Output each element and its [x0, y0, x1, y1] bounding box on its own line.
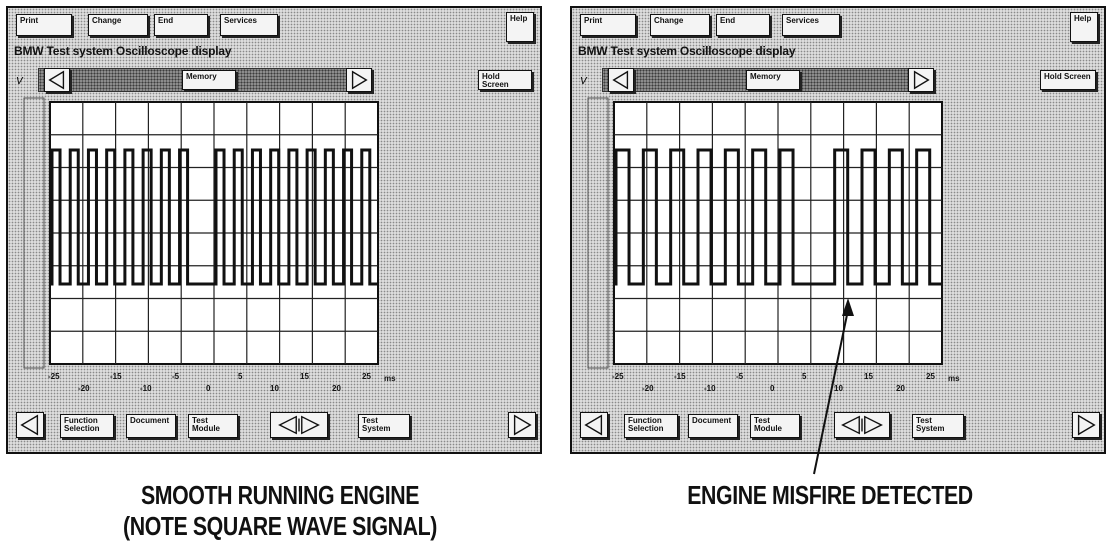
tick-label: -15	[674, 372, 686, 381]
scope-side-bar	[587, 97, 609, 369]
time-scrollbar[interactable]	[602, 68, 932, 92]
step-arrows-icon	[841, 415, 883, 435]
tick-label: 0	[770, 384, 775, 393]
tick-label: 10	[270, 384, 279, 393]
tick-label: 20	[332, 384, 341, 393]
tick-label: 15	[864, 372, 873, 381]
time-axis-right: -25 -15 -5 5 15 25 -20 -10 0 10 20 ms	[612, 372, 960, 402]
arrow-left-icon	[48, 70, 65, 90]
test-system-button[interactable]: Test System	[912, 414, 964, 438]
page-back-button[interactable]	[580, 412, 608, 438]
tick-label: 15	[300, 372, 309, 381]
test-module-button[interactable]: Test Module	[750, 414, 800, 438]
end-button[interactable]: End	[716, 14, 770, 36]
function-selection-button[interactable]: Function Selection	[60, 414, 114, 438]
oscilloscope-plot-left	[20, 94, 384, 372]
tick-label: -25	[612, 372, 624, 381]
page-title: BMW Test system Oscilloscope display	[14, 44, 232, 58]
oscilloscope-screen-right: Print Change End Services Help BMW Test …	[570, 6, 1106, 454]
arrow-right-icon	[913, 70, 930, 90]
step-buttons[interactable]	[834, 412, 890, 438]
arrow-right-icon	[1077, 414, 1096, 436]
tick-label: -5	[172, 372, 180, 381]
time-axis-left: -25 -15 -5 5 15 25 -20 -10 0 10 20 ms	[48, 372, 396, 402]
scope-grid-left	[23, 97, 379, 369]
page-forward-button[interactable]	[508, 412, 536, 438]
change-button[interactable]: Change	[650, 14, 710, 36]
tick-label: -10	[140, 384, 152, 393]
arrow-left-icon	[20, 414, 39, 436]
memory-button[interactable]: Memory	[746, 70, 800, 90]
memory-button[interactable]: Memory	[182, 70, 236, 90]
caption-smooth-running: SMOOTH RUNNING ENGINE (NOTE SQUARE WAVE …	[83, 480, 477, 542]
signal-trace	[50, 148, 378, 286]
tick-label: 20	[896, 384, 905, 393]
page-back-button[interactable]	[16, 412, 44, 438]
tick-label: 10	[834, 384, 843, 393]
scroll-left-button[interactable]	[608, 68, 634, 92]
step-arrows-icon	[278, 415, 320, 435]
tick-label: 5	[238, 372, 243, 381]
tick-label: 25	[926, 372, 935, 381]
scroll-left-button[interactable]	[44, 68, 70, 92]
voltage-label: V	[16, 76, 23, 87]
page-title: BMW Test system Oscilloscope display	[578, 44, 796, 58]
tick-label: 25	[362, 372, 371, 381]
unit-label: ms	[948, 374, 960, 383]
caption-misfire: ENGINE MISFIRE DETECTED	[687, 480, 973, 510]
tick-label: -20	[78, 384, 90, 393]
change-button[interactable]: Change	[88, 14, 148, 36]
tick-label: -5	[736, 372, 744, 381]
oscilloscope-plot-right	[584, 94, 948, 372]
services-button[interactable]: Services	[220, 14, 278, 36]
hold-screen-button[interactable]: Hold Screen	[478, 70, 532, 90]
print-button[interactable]: Print	[580, 14, 636, 36]
scope-side-bar	[23, 97, 45, 369]
help-button[interactable]: Help	[506, 12, 534, 42]
end-button[interactable]: End	[154, 14, 208, 36]
page-forward-button[interactable]	[1072, 412, 1100, 438]
help-button[interactable]: Help	[1070, 12, 1098, 42]
tick-label: -15	[110, 372, 122, 381]
services-button[interactable]: Services	[782, 14, 840, 36]
tick-label: 5	[802, 372, 807, 381]
hold-screen-button[interactable]: Hold Screen	[1040, 70, 1096, 90]
caption-line: SMOOTH RUNNING ENGINE	[140, 480, 420, 510]
step-buttons[interactable]	[270, 412, 328, 438]
scroll-right-button[interactable]	[908, 68, 934, 92]
tick-label: -25	[48, 372, 60, 381]
tick-label: -20	[642, 384, 654, 393]
test-system-button[interactable]: Test System	[358, 414, 410, 438]
document-button[interactable]: Document	[688, 414, 738, 438]
caption-line: (NOTE SQUARE WAVE SIGNAL)	[123, 511, 437, 541]
tick-label: -10	[704, 384, 716, 393]
unit-label: ms	[384, 374, 396, 383]
arrow-left-icon	[584, 414, 603, 436]
test-module-button[interactable]: Test Module	[188, 414, 238, 438]
scope-grid-right	[587, 97, 943, 369]
tick-label: 0	[206, 384, 211, 393]
scroll-right-button[interactable]	[346, 68, 372, 92]
arrow-left-icon	[612, 70, 629, 90]
oscilloscope-screen-left: Print Change End Services Help BMW Test …	[6, 6, 542, 454]
voltage-label: V	[580, 76, 587, 87]
arrow-right-icon	[351, 70, 368, 90]
print-button[interactable]: Print	[16, 14, 72, 36]
document-button[interactable]: Document	[126, 414, 176, 438]
function-selection-button[interactable]: Function Selection	[624, 414, 678, 438]
signal-trace	[614, 148, 942, 286]
arrow-right-icon	[513, 414, 532, 436]
